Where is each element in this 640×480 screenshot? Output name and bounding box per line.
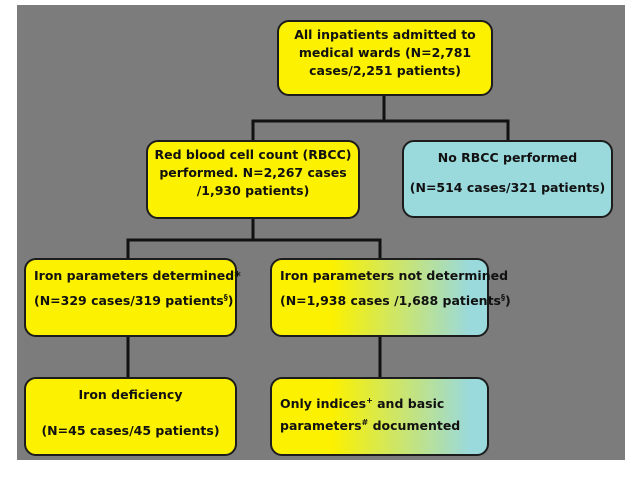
- node-rbcc-performed: Red blood cell count (RBCC) performed. N…: [146, 140, 360, 219]
- hash-footnote-mark: #: [361, 418, 369, 427]
- node-iron-deficiency-line2: (N=45 cases/45 patients): [41, 423, 220, 438]
- node-indices-line2: parameters# documented: [280, 417, 487, 435]
- node-iron-determined-close: ): [227, 293, 234, 308]
- node-no-rbcc-line1: No RBCC performed: [437, 150, 578, 165]
- node-indices-line2-start: parameters: [280, 418, 362, 433]
- node-iron-deficiency: Iron deficiency (N=45 cases/45 patients): [24, 377, 237, 456]
- node-iron-determined-line2: (N=329 cases/319 patients§): [34, 292, 235, 310]
- section-footnote-mark: §: [500, 293, 505, 302]
- node-iron-deficiency-line1: Iron deficiency: [78, 387, 183, 402]
- node-iron-not-determined-line1: Iron parameters not determined: [280, 268, 509, 283]
- node-iron-not-determined: Iron parameters not determined (N=1,938 …: [270, 258, 511, 337]
- node-iron-determined-count: (N=329 cases/319 patients: [34, 293, 224, 308]
- node-indices-only: Only indices+ and basic parameters# docu…: [270, 377, 489, 456]
- node-all-inpatients-line1: All inpatients admitted to: [294, 27, 476, 42]
- node-indices-line1: Only indices+ and basic: [280, 395, 487, 413]
- node-rbcc-line1: Red blood cell count (RBCC): [154, 147, 352, 162]
- node-indices-line1-end: and basic: [372, 396, 445, 411]
- section-footnote-mark: §: [223, 293, 228, 302]
- node-all-inpatients-line2: medical wards (N=2,781: [298, 45, 472, 60]
- node-rbcc-line2: performed. N=2,267 cases: [159, 165, 347, 180]
- plus-footnote-mark: +: [366, 396, 373, 405]
- node-indices-line1-start: Only indices: [280, 396, 367, 411]
- node-rbcc-line3: /1,930 patients): [196, 183, 310, 198]
- node-indices-line2-end: documented: [368, 418, 461, 433]
- node-iron-determined: Iron parameters determined* (N=329 cases…: [24, 258, 241, 337]
- node-iron-determined-line1: Iron parameters determined*: [34, 268, 241, 283]
- node-iron-not-determined-count: (N=1,938 cases /1,688 patients: [280, 293, 501, 308]
- node-no-rbcc: No RBCC performed (N=514 cases/321 patie…: [402, 140, 613, 218]
- node-all-inpatients-line3: cases/2,251 patients): [309, 63, 461, 78]
- node-iron-not-determined-line2: (N=1,938 cases /1,688 patients§): [280, 292, 511, 310]
- node-all-inpatients: All inpatients admitted to medical wards…: [277, 20, 493, 96]
- node-iron-not-determined-close: ): [504, 293, 511, 308]
- node-no-rbcc-line2: (N=514 cases/321 patients): [409, 180, 606, 195]
